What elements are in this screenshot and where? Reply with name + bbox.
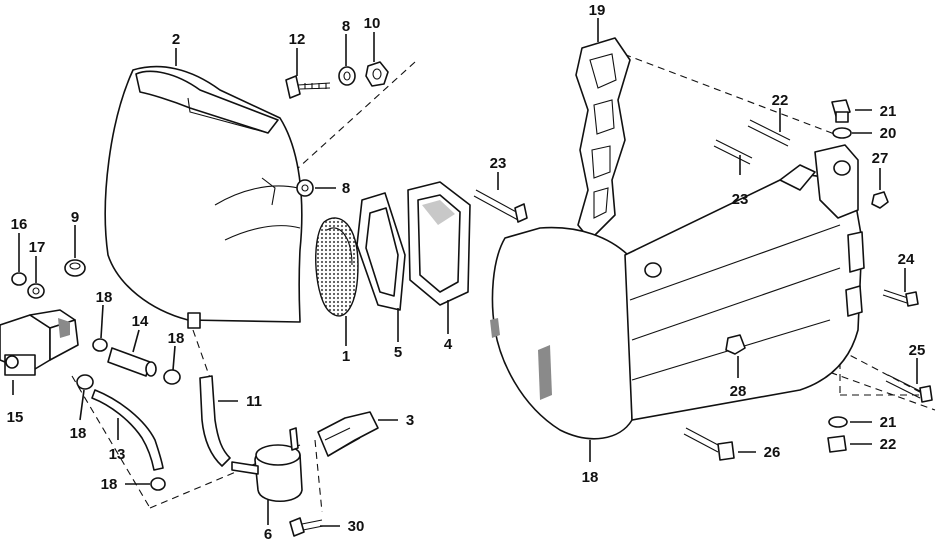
part-19-manifold	[490, 144, 865, 440]
callout-18-c: 18	[70, 425, 87, 442]
callout-23-a: 22	[772, 92, 789, 109]
callout-2: 2	[172, 31, 180, 48]
callout-26: 25	[909, 342, 926, 359]
callout-30: 30	[348, 518, 365, 535]
part-1-screen	[315, 217, 359, 317]
callout-22-b: 22	[880, 436, 897, 453]
part-20-gasket	[575, 37, 631, 241]
fasteners-right	[683, 99, 933, 461]
callout-17: 17	[29, 239, 46, 256]
callout-18-a: 18	[96, 289, 113, 306]
callout-9: 9	[71, 209, 79, 226]
part-3-bracket	[317, 411, 379, 457]
clamps-18	[76, 338, 181, 491]
callout-24: 23	[490, 155, 507, 172]
callout-4: 4	[444, 336, 453, 353]
hoses	[91, 347, 231, 471]
callout-19: 18	[582, 469, 599, 486]
callout-21-a: 20	[880, 125, 897, 142]
callout-14: 14	[132, 313, 149, 330]
callout-22-a: 21	[880, 103, 897, 120]
callout-18-d: 18	[101, 476, 118, 493]
callout-23-b: 23	[732, 191, 749, 208]
studs	[473, 119, 791, 223]
callout-8-mid: 8	[342, 180, 350, 197]
callout-3: 3	[406, 412, 414, 429]
part-2-silencer-cover	[104, 65, 303, 329]
callout-5: 5	[394, 344, 402, 361]
part-5-gasket	[356, 192, 406, 311]
callout-29: 28	[730, 383, 747, 400]
callout-20: 19	[589, 2, 606, 19]
callout-labels: 2 12 8 10 8 9 16 17 18 14 18 15 18 13 18…	[7, 2, 926, 541]
small-parts-left	[11, 259, 86, 299]
callout-16: 16	[11, 216, 28, 233]
callout-28: 27	[872, 150, 889, 167]
callout-10: 10	[364, 15, 381, 32]
callout-1: 1	[342, 348, 350, 365]
part-4-adapter	[407, 181, 471, 306]
callout-6: 6	[264, 526, 272, 541]
callout-21-b: 21	[880, 414, 897, 431]
callout-27: 26	[764, 444, 781, 461]
callout-11: 11	[246, 393, 262, 410]
callout-13: 13	[109, 446, 126, 463]
callout-25: 24	[898, 251, 915, 268]
part-15-valve	[0, 309, 79, 376]
callout-8-top: 8	[342, 18, 350, 35]
callout-15: 15	[7, 409, 24, 426]
callout-18-b: 18	[168, 330, 185, 347]
callout-12: 12	[289, 31, 306, 48]
part-6-canister	[231, 427, 303, 502]
part-30-bolt	[289, 517, 324, 537]
leader-lines	[12, 18, 918, 527]
fasteners-top	[285, 61, 389, 197]
